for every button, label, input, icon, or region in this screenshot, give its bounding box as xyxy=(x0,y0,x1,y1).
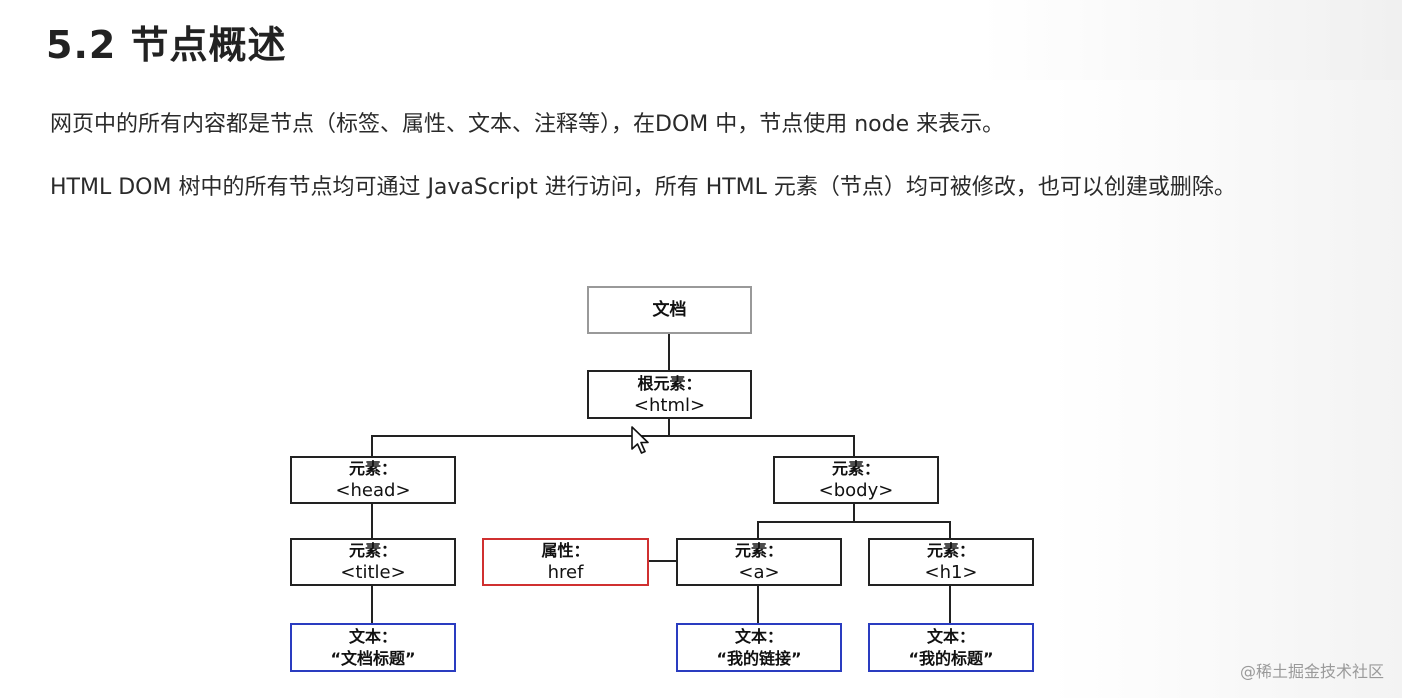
node-tag: <h1> xyxy=(924,562,978,583)
node-label: 文档 xyxy=(652,300,687,320)
watermark: @稀土掘金技术社区 xyxy=(1239,662,1384,681)
h1-element-node: 元素： <h1> xyxy=(868,538,1034,586)
attribute-node: 属性： href xyxy=(482,538,649,586)
link-text-node: 文本： “我的链接” xyxy=(676,623,842,672)
node-tag: <title> xyxy=(340,562,406,583)
connector-line xyxy=(757,585,759,623)
connector-line xyxy=(371,503,373,538)
connector-line xyxy=(757,521,951,523)
node-label: 文本： xyxy=(734,626,783,646)
access-paragraph: HTML DOM 树中的所有节点均可通过 JavaScript 进行访问，所有 … xyxy=(50,175,1236,200)
node-label: 根元素： xyxy=(637,373,702,393)
connector-line xyxy=(371,585,373,623)
node-label: 元素： xyxy=(734,541,783,560)
node-label: 文本： xyxy=(926,626,975,646)
connector-line xyxy=(853,503,855,522)
node-label: 属性： xyxy=(541,541,590,560)
node-label: 元素： xyxy=(831,459,880,478)
connector-line xyxy=(371,435,855,437)
connector-line xyxy=(668,334,670,370)
node-label: 元素： xyxy=(926,541,975,560)
node-tag: <head> xyxy=(335,480,411,501)
heading-text-node: 文本： “我的标题” xyxy=(868,623,1034,672)
node-tag: <body> xyxy=(818,480,894,501)
node-label: 文本： xyxy=(348,626,397,646)
node-tag: <a> xyxy=(738,562,780,583)
mouse-cursor-icon xyxy=(631,426,649,454)
root-element-node: 根元素： <html> xyxy=(587,370,752,419)
node-label: 元素： xyxy=(348,541,397,560)
connector-line xyxy=(668,418,670,436)
title-element-node: 元素： <title> xyxy=(290,538,456,586)
node-tag: “我的标题” xyxy=(908,648,994,668)
connector-line xyxy=(757,521,759,538)
node-label: 元素： xyxy=(348,459,397,478)
connector-line xyxy=(371,435,373,456)
title-text-node: 文本： “文档标题” xyxy=(290,623,456,672)
head-element-node: 元素： <head> xyxy=(290,456,456,504)
node-tag: href xyxy=(547,562,584,583)
page-title: 5.2 节点概述 xyxy=(46,23,287,67)
connector-line xyxy=(648,560,676,562)
node-tag: <html> xyxy=(633,394,706,416)
a-element-node: 元素： <a> xyxy=(676,538,842,586)
intro-paragraph: 网页中的所有内容都是节点（标签、属性、文本、注释等），在DOM 中，节点使用 n… xyxy=(50,112,1005,137)
connector-line xyxy=(949,521,951,538)
header-band xyxy=(0,0,1402,80)
connector-line xyxy=(949,585,951,623)
node-tag: “文档标题” xyxy=(330,648,416,668)
connector-line xyxy=(853,435,855,456)
body-element-node: 元素： <body> xyxy=(773,456,939,504)
document-node: 文档 xyxy=(587,286,752,334)
node-tag: “我的链接” xyxy=(716,648,802,668)
